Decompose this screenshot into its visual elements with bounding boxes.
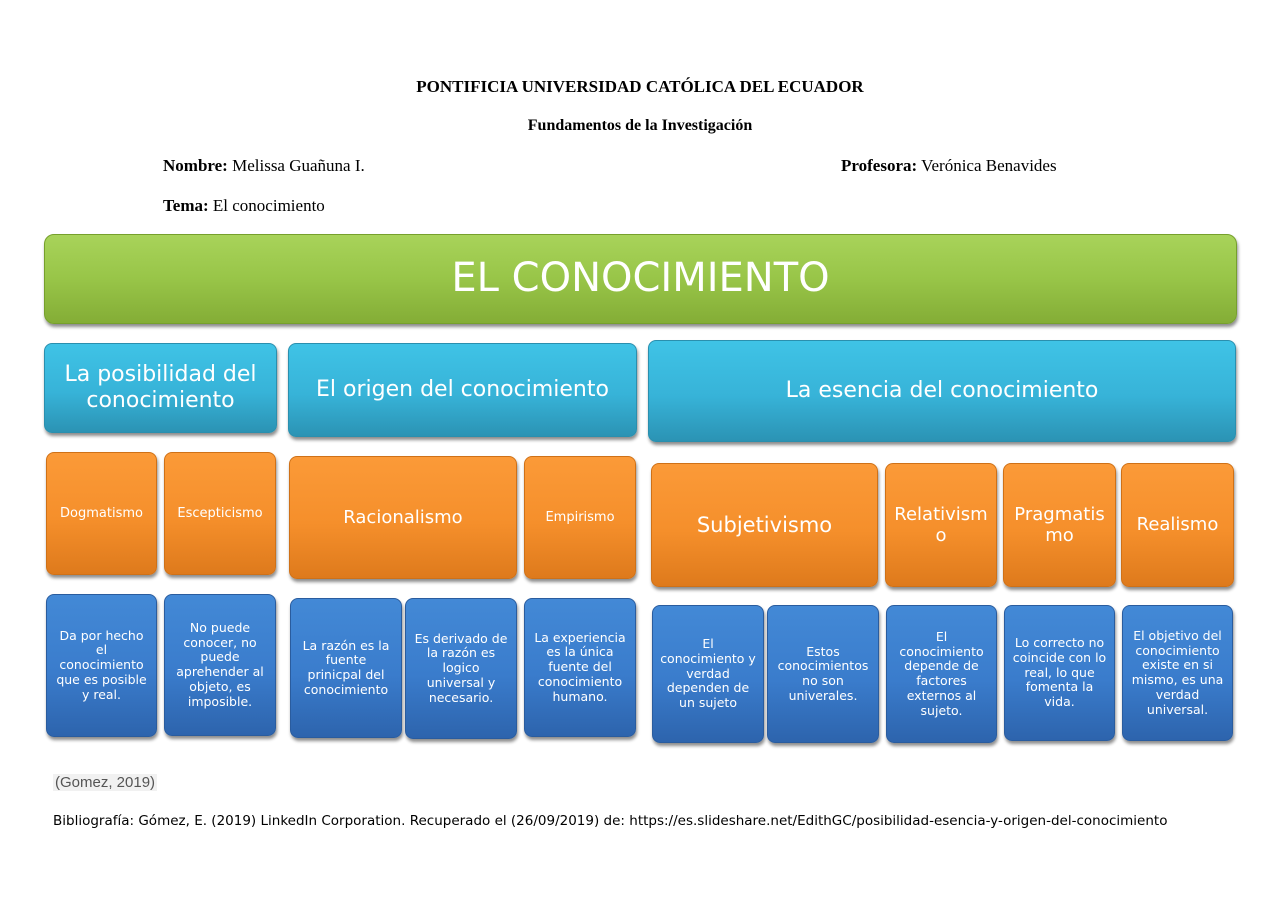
description-text: Estos conocimientos no son univerales. <box>777 643 869 703</box>
diagram-title: EL CONOCIMIENTO <box>451 255 830 302</box>
category-esencia: La esencia del conocimiento <box>648 340 1236 442</box>
subcategory-relativismo: Relativismo <box>885 463 997 587</box>
subcategory-subjetivismo: Subjetivismo <box>651 463 878 587</box>
description-text: El conocimiento depende de factores exte… <box>899 628 984 718</box>
topic-value: El conocimiento <box>212 196 325 215</box>
description-escepticismo: No puede conocer, no puede aprehender al… <box>164 594 276 736</box>
subcategory-label: Subjetivismo <box>696 512 833 537</box>
topic-line: Tema: El conocimiento <box>163 196 325 216</box>
category-posibilidad: La posibilidad del conocimiento <box>44 343 277 433</box>
category-label: La posibilidad del conocimiento <box>64 362 257 413</box>
subcategory-empirismo: Empirismo <box>524 456 636 579</box>
category-label: La esencia del conocimiento <box>785 378 1099 404</box>
university-title: PONTIFICIA UNIVERSIDAD CATÓLICA DEL ECUA… <box>416 77 864 96</box>
name-label: Nombre: <box>163 156 228 175</box>
subcategory-label: Realismo <box>1136 514 1219 536</box>
description-text: Lo correcto no coincide con lo real, lo … <box>1012 635 1107 710</box>
description-text: El objetivo del conocimiento existe en s… <box>1131 627 1224 717</box>
subcategory-label: Dogmatismo <box>60 505 143 521</box>
subcategory-realismo: Realismo <box>1121 463 1234 587</box>
category-origen: El origen del conocimiento <box>288 343 637 437</box>
description-empirismo: La experiencia es la única fuente del co… <box>524 598 636 737</box>
subcategory-label: Pragmatismo <box>1014 503 1105 546</box>
description-text: La razón es la fuente prinicpal del cono… <box>302 637 390 697</box>
subcategory-racionalismo: Racionalismo <box>289 456 517 579</box>
teacher-line: Profesora: Verónica Benavides <box>841 156 1057 176</box>
description-text: La experiencia es la única fuente del co… <box>534 629 626 704</box>
teacher-value: Verónica Benavides <box>921 156 1057 175</box>
description-subjetivismo-2: Estos conocimientos no son univerales. <box>767 605 879 743</box>
subcategory-pragmatismo: Pragmatismo <box>1003 463 1116 587</box>
category-label: El origen del conocimiento <box>316 377 609 403</box>
bibliography: Bibliografía: Gómez, E. (2019) LinkedIn … <box>53 813 1168 829</box>
description-text: Da por hecho el conocimiento que es posi… <box>56 627 147 702</box>
description-text: Es derivado de la razón es logico univer… <box>414 630 508 705</box>
subcategory-escepticismo: Escepticismo <box>164 452 276 575</box>
description-text: No puede conocer, no puede aprehender al… <box>176 619 264 709</box>
subcategory-dogmatismo: Dogmatismo <box>46 452 157 575</box>
citation: (Gomez, 2019) <box>53 774 158 791</box>
topic-label: Tema: <box>163 196 209 215</box>
student-name-line: Nombre: Melissa Guañuna I. <box>163 156 365 176</box>
description-text: El conocimiento y verdad dependen de un … <box>660 636 756 711</box>
description-relativismo: El conocimiento depende de factores exte… <box>886 605 997 743</box>
description-subjetivismo-1: El conocimiento y verdad dependen de un … <box>652 605 764 743</box>
description-dogmatismo: Da por hecho el conocimiento que es posi… <box>46 594 157 737</box>
diagram-title-box: EL CONOCIMIENTO <box>44 234 1237 324</box>
description-racionalismo-2: Es derivado de la razón es logico univer… <box>405 598 517 739</box>
subcategory-label: Empirismo <box>545 509 615 525</box>
description-racionalismo-1: La razón es la fuente prinicpal del cono… <box>290 598 402 738</box>
description-realismo: El objetivo del conocimiento existe en s… <box>1122 605 1233 741</box>
course-title: Fundamentos de la Investigación <box>527 117 753 134</box>
description-pragmatismo: Lo correcto no coincide con lo real, lo … <box>1004 605 1115 741</box>
teacher-label: Profesora: <box>841 156 918 175</box>
name-value: Melissa Guañuna I. <box>232 156 365 175</box>
subcategory-label: Relativismo <box>894 503 988 546</box>
subcategory-label: Escepticismo <box>177 505 263 521</box>
subcategory-label: Racionalismo <box>343 506 463 528</box>
